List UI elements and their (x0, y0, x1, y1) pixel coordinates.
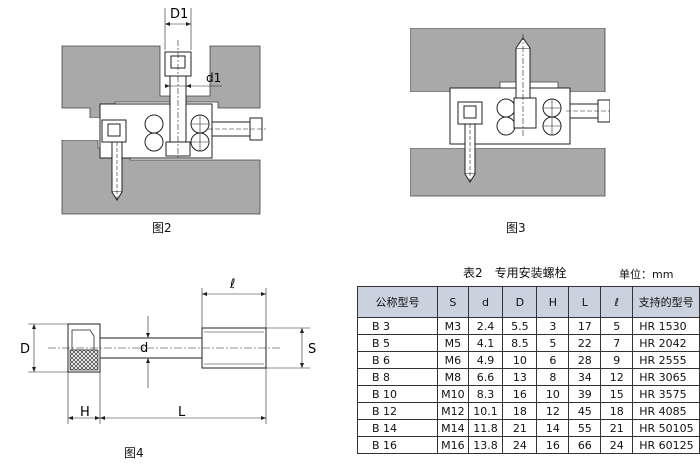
figure-2-drawing: D1 d1 (61, 7, 266, 215)
header-D: D (502, 286, 538, 318)
cell-L: 55 (568, 419, 602, 437)
header-S: S (436, 286, 469, 318)
fig4-label-l: ℓ (229, 277, 235, 292)
cell-H: 6 (536, 351, 570, 369)
cell-S: M16 (436, 436, 469, 454)
cell-L: 34 (568, 368, 602, 386)
fig4-label-d: d (140, 341, 148, 356)
cell-supported-model: HR 2555 (632, 351, 700, 369)
cell-supported-model: HR 3065 (632, 368, 700, 386)
fig4-label-L: L (178, 405, 186, 420)
figure-3-drawing (410, 28, 610, 197)
cell-model: B 5 (357, 334, 438, 352)
cell-model: B 3 (357, 317, 438, 335)
cell-L: 39 (568, 385, 602, 403)
cell-supported-model: HR 1530 (632, 317, 700, 335)
cell-L: 17 (568, 317, 602, 335)
cell-D: 13 (502, 368, 538, 386)
cell-H: 12 (536, 402, 570, 420)
cell-supported-model: HR 60125 (632, 436, 700, 454)
cell-S: M3 (436, 317, 469, 335)
table-header-row: 公称型号 S d D H L ℓ 支持的型号 (357, 286, 700, 318)
cell-l: 5 (600, 317, 634, 335)
cell-H: 5 (536, 334, 570, 352)
cell-supported-model: HR 2042 (632, 334, 700, 352)
fig2-label-D1: D1 (170, 7, 188, 22)
table-unit-label: 单位：mm (619, 268, 674, 281)
fig3-lower-block (410, 147, 606, 197)
header-L: L (568, 286, 602, 318)
cell-d: 11.8 (467, 419, 504, 437)
cell-S: M10 (436, 385, 469, 403)
cell-l: 15 (600, 385, 634, 403)
cell-l: 24 (600, 436, 634, 454)
cell-model: B 14 (357, 419, 438, 437)
cell-S: M14 (436, 419, 469, 437)
cell-model: B 10 (357, 385, 438, 403)
figure-3-caption: 图3 (506, 221, 526, 235)
cell-d: 10.1 (467, 402, 504, 420)
cell-model: B 16 (357, 436, 438, 454)
cell-d: 6.6 (467, 368, 504, 386)
cell-l: 9 (600, 351, 634, 369)
cell-model: B 6 (357, 351, 438, 369)
header-H: H (536, 286, 570, 318)
cell-D: 18 (502, 402, 538, 420)
cell-D: 24 (502, 436, 538, 454)
cell-S: M6 (436, 351, 469, 369)
cell-L: 45 (568, 402, 602, 420)
fig4-label-H: H (80, 405, 90, 420)
header-d: d (467, 286, 504, 318)
cell-supported-model: HR 50105 (632, 419, 700, 437)
cell-H: 10 (536, 385, 570, 403)
cell-S: M12 (436, 402, 469, 420)
cell-H: 14 (536, 419, 570, 437)
fig4-label-D: D (20, 342, 30, 357)
figure-4-caption: 图4 (124, 446, 144, 460)
cell-l: 21 (600, 419, 634, 437)
cell-supported-model: HR 4085 (632, 402, 700, 420)
fig2-label-d1: d1 (206, 71, 221, 85)
cell-L: 22 (568, 334, 602, 352)
cell-l: 18 (600, 402, 634, 420)
cell-d: 4.9 (467, 351, 504, 369)
cell-l: 7 (600, 334, 634, 352)
cell-D: 16 (502, 385, 538, 403)
header-l: ℓ (600, 286, 634, 318)
cell-D: 21 (502, 419, 538, 437)
header-model: 公称型号 (357, 286, 438, 318)
cell-S: M8 (436, 368, 469, 386)
cell-supported-model: HR 3575 (632, 385, 700, 403)
cell-d: 2.4 (467, 317, 504, 335)
cell-d: 4.1 (467, 334, 504, 352)
cell-D: 8.5 (502, 334, 538, 352)
header-supported-model: 支持的型号 (632, 286, 700, 318)
cell-S: M5 (436, 334, 469, 352)
cell-d: 13.8 (467, 436, 504, 454)
cell-d: 8.3 (467, 385, 504, 403)
cell-model: B 12 (357, 402, 438, 420)
cell-D: 5.5 (502, 317, 538, 335)
figure-2-caption: 图2 (152, 221, 172, 235)
cell-H: 16 (536, 436, 570, 454)
table-title: 表2 专用安装螺栓 (463, 266, 567, 280)
cell-H: 3 (536, 317, 570, 335)
cell-l: 12 (600, 368, 634, 386)
cell-L: 66 (568, 436, 602, 454)
fig4-label-S: S (308, 342, 316, 357)
cell-model: B 8 (357, 368, 438, 386)
figure-4-drawing: D d S ℓ H L (20, 277, 316, 424)
cell-H: 8 (536, 368, 570, 386)
cell-L: 28 (568, 351, 602, 369)
cell-D: 10 (502, 351, 538, 369)
